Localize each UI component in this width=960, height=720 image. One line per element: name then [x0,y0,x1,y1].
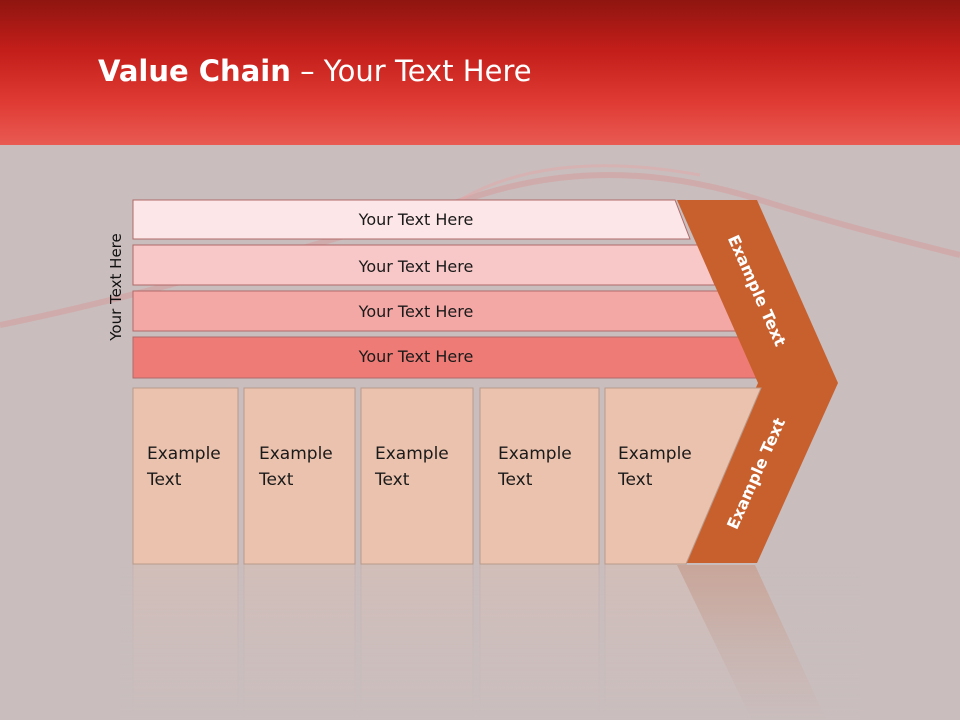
primary-box-2-line1: Example [259,444,333,464]
primary-activities: Example Text Example Text Example Text E… [132,387,762,565]
primary-box-4 [479,387,600,565]
primary-box-5 [604,387,762,565]
support-row-1 [132,199,691,240]
primary-box-5-line1: Example [618,444,692,464]
margin-arrow-upper [677,200,838,383]
support-row-4-label: Your Text Here [358,347,474,366]
support-row-3-label: Your Text Here [358,302,474,321]
title-bar: Value Chain – Your Text Here [0,0,960,145]
side-label: Your Text Here [107,233,125,341]
support-activities: Your Text Here Your Text Here Your Text … [132,199,764,379]
primary-box-1 [132,387,239,565]
title-rest: – Your Text Here [290,54,532,88]
primary-box-4-line2: Text [497,470,533,490]
reflection-fade [120,564,860,720]
title-bold: Value Chain [98,54,291,88]
primary-box-3-line2: Text [374,470,410,490]
primary-box-2 [243,387,356,565]
slide-title: Value Chain – Your Text Here [98,54,532,88]
primary-box-2-line2: Text [258,470,294,490]
primary-box-4-line1: Example [498,444,572,464]
primary-box-3-line1: Example [375,444,449,464]
support-row-2-label: Your Text Here [358,257,474,276]
primary-box-1-line2: Text [146,470,182,490]
primary-box-5-line2: Text [617,470,653,490]
primary-box-1-line1: Example [147,444,221,464]
support-row-1-label: Your Text Here [358,210,474,229]
margin-arrow-lower [677,383,838,563]
margin-arrow: Example Text Example Text [677,200,838,563]
primary-box-3 [360,387,474,565]
